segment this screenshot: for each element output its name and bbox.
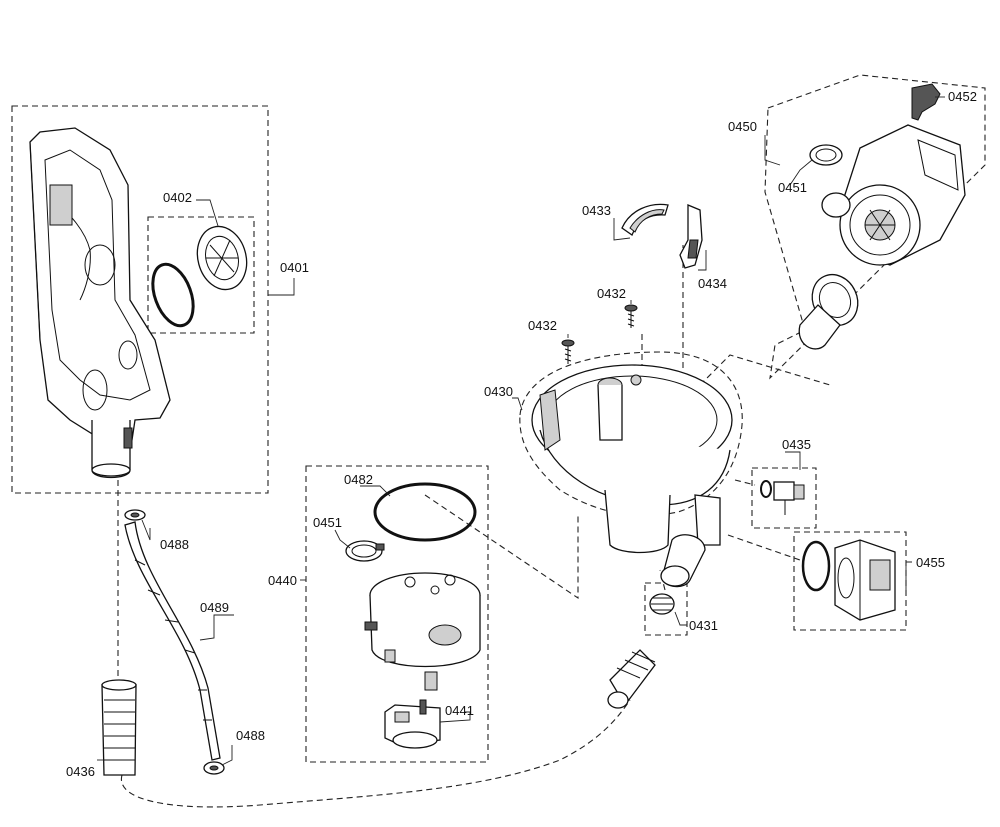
label-0440: 0440: [268, 573, 297, 588]
label-0402: 0402: [163, 190, 192, 205]
part-0431-check-valve: [607, 593, 675, 709]
label-0452: 0452: [948, 89, 977, 104]
label-0450: 0450: [728, 119, 757, 134]
label-0431: 0431: [689, 618, 718, 633]
label-0489: 0489: [200, 600, 229, 615]
label-0451-right: 0451: [778, 180, 807, 195]
label-0482: 0482: [344, 472, 373, 487]
part-0432-screw-lower: [561, 339, 575, 364]
part-0441-sensor-motor: [384, 699, 441, 749]
part-0489-hose: [124, 521, 221, 761]
label-0436: 0436: [66, 764, 95, 779]
group-box-0402: [147, 216, 255, 334]
part-labels: 0402 0401 0430 0432 0432 0433 0434 0435 …: [66, 89, 977, 779]
group-box-0450: [764, 74, 986, 380]
part-0452-bracket: [911, 83, 941, 121]
part-0482-seal-ring: [373, 482, 477, 542]
label-0430: 0430: [484, 384, 513, 399]
part-0488-clamp-lower: [203, 761, 225, 775]
part-0430-sump: [531, 364, 733, 588]
label-0435: 0435: [782, 437, 811, 452]
label-0455: 0455: [916, 555, 945, 570]
label-0488-upper: 0488: [160, 537, 189, 552]
label-0432-lower: 0432: [528, 318, 557, 333]
part-0436-corrugated-hose: [101, 679, 137, 776]
part-0450-pump-inlet: [798, 274, 859, 350]
label-0432-upper: 0432: [597, 286, 626, 301]
part-0451-clamp-right: [809, 144, 843, 166]
part-0435-sensor: [760, 480, 805, 515]
label-0433: 0433: [582, 203, 611, 218]
part-0432-screw-upper: [624, 304, 638, 328]
part-0488-clamp-upper: [124, 509, 146, 521]
group-outline-0430: [519, 351, 743, 517]
group-box-0435: [751, 467, 817, 529]
leader-lines: [97, 96, 945, 766]
group-box-0401: [11, 105, 269, 494]
part-0455-drain-pump: [801, 539, 896, 621]
label-0488-lower: 0488: [236, 728, 265, 743]
center-lines: [117, 245, 831, 808]
group-box-0440: [305, 465, 489, 763]
part-0451-clamp-left: [345, 540, 385, 562]
part-0450-heat-pump: [821, 124, 966, 266]
part-0434-latch: [679, 204, 703, 269]
label-0441: 0441: [445, 703, 474, 718]
part-0402-lid-and-gasket: [151, 225, 248, 328]
label-0434: 0434: [698, 276, 727, 291]
label-0401: 0401: [280, 260, 309, 275]
part-0433-cover: [621, 203, 669, 237]
part-0440-housing: [364, 572, 481, 691]
part-0401-side-panel: [29, 127, 171, 479]
label-0451-left: 0451: [313, 515, 342, 530]
